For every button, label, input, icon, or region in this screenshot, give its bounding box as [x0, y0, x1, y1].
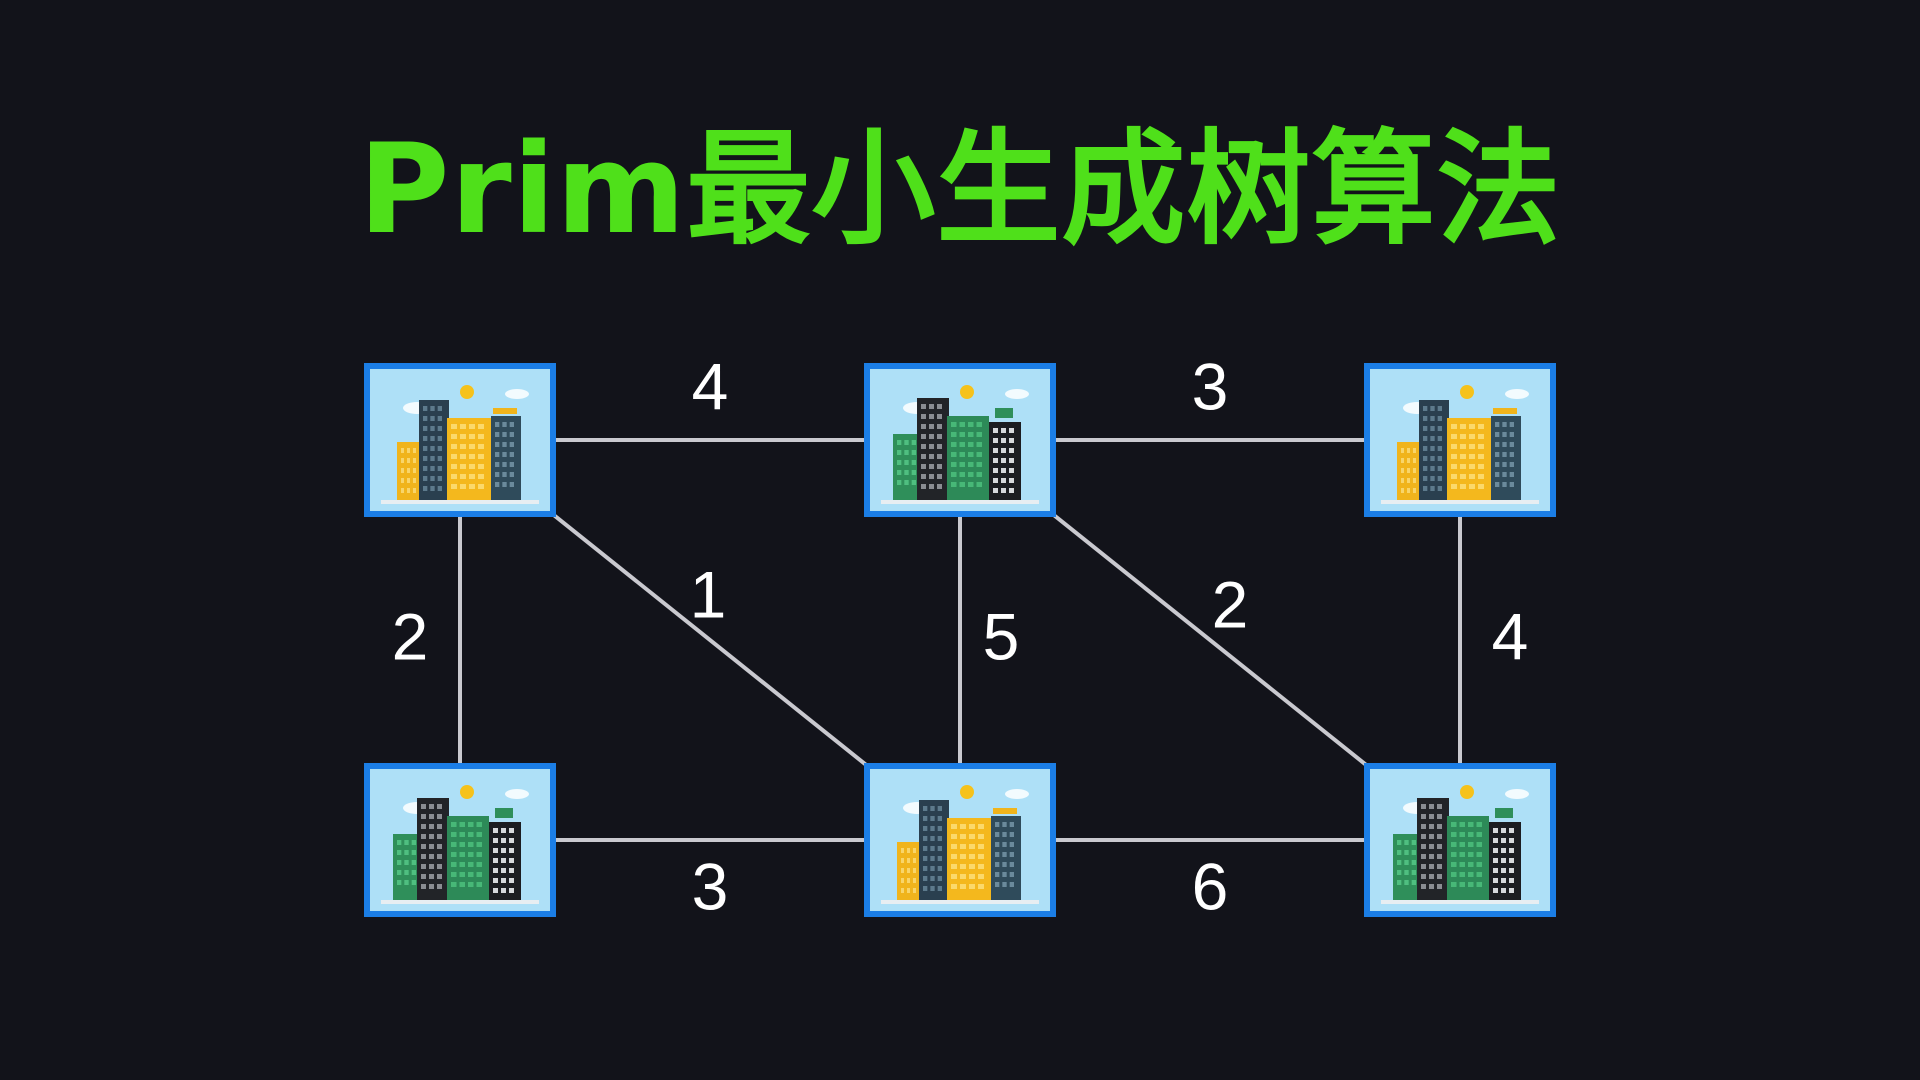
node-F	[1364, 763, 1556, 917]
city-buildings-green-icon	[1381, 785, 1539, 904]
node-A	[364, 363, 556, 517]
edge-weights-layer: 4 3 2 1 5 2 4 3 6	[392, 349, 1529, 923]
node-C	[1364, 363, 1556, 517]
edge-weight-C-F: 4	[1492, 599, 1529, 673]
city-buildings-green-icon	[381, 785, 539, 904]
node-E	[864, 763, 1056, 917]
node-D	[364, 763, 556, 917]
city-buildings-green-icon	[881, 385, 1039, 504]
edge-weight-E-F: 6	[1192, 849, 1229, 923]
edge-weight-B-C: 3	[1192, 349, 1229, 423]
edge-weight-B-F: 2	[1212, 567, 1249, 641]
nodes-layer	[364, 363, 1556, 917]
edge-weight-A-E: 1	[690, 557, 727, 631]
edge-weight-A-B: 4	[692, 349, 729, 423]
city-buildings-yellow-icon	[381, 385, 539, 504]
edge-weight-A-D: 2	[392, 599, 429, 673]
city-buildings-yellow-icon	[881, 785, 1039, 904]
page-title: Prim最小生成树算法	[358, 118, 1562, 262]
city-buildings-yellow-icon	[1381, 385, 1539, 504]
edge-weight-B-E: 5	[983, 599, 1020, 673]
node-B	[864, 363, 1056, 517]
edge-weight-D-E: 3	[692, 849, 729, 923]
